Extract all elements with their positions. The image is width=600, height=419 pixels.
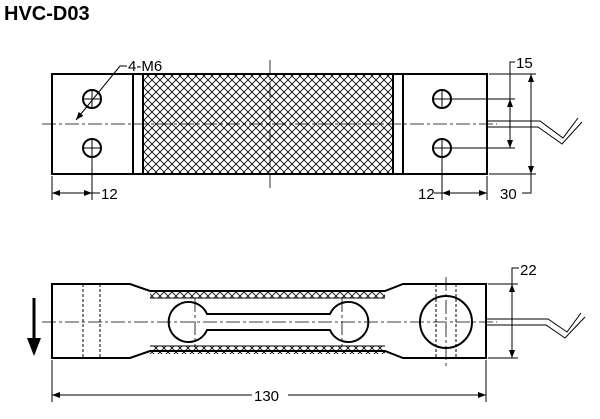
length-label: 130 [254, 388, 279, 405]
width-label: 30 [500, 186, 517, 203]
hole-spacing-label: 15 [516, 55, 533, 72]
cable [487, 117, 583, 145]
hole-spec-label: 4-M6 [128, 58, 162, 75]
left-offset-label: 12 [101, 186, 118, 203]
height-label: 22 [520, 262, 537, 279]
side-body-outline [51, 283, 487, 359]
load-direction-arrow-icon [27, 298, 41, 356]
side-view: 22 130 [27, 262, 586, 405]
right-offset-label: 12 [418, 186, 435, 203]
cable [486, 312, 586, 339]
bending-slot [167, 301, 370, 343]
top-view: 4-M6 12 12 15 30 [42, 55, 583, 203]
drawing-title: HVC-D03 [4, 3, 90, 25]
